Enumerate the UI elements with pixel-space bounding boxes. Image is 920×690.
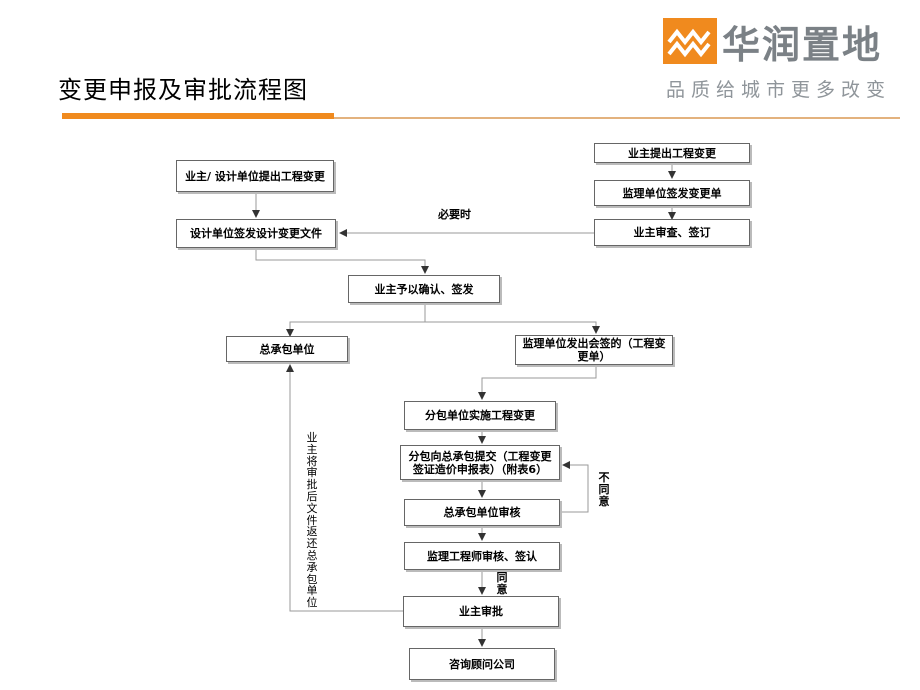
box-gc-review: 总承包单位审核 (404, 499, 560, 526)
label-agree: 同意 (496, 571, 508, 596)
box-general-contractor: 总承包单位 (226, 336, 348, 362)
box-owner-approve: 业主审批 (403, 596, 559, 627)
brand-name: 华润置地 (722, 23, 883, 67)
page-title: 变更申报及审批流程图 (58, 76, 308, 104)
box-supervisor-countersign: 监理单位发出会签的（工程变更单） (515, 335, 673, 365)
box-consultant: 咨询顾问公司 (409, 648, 555, 680)
label-return-note: 业主将审批后文件返还总承包单位 (306, 431, 318, 610)
box-design-issue: 设计单位签发设计变更文件 (176, 219, 336, 248)
brand-logo-icon (663, 18, 717, 64)
box-owner-review-sign: 业主审查、签订 (594, 219, 750, 246)
title-underline (334, 117, 900, 119)
box-owner-design-propose: 业主/ 设计单位提出工程变更 (176, 160, 334, 192)
title-underline-accent (62, 113, 334, 119)
label-disagree: 不同意 (598, 471, 610, 508)
box-engineer-review: 监理工程师审核、签认 (404, 542, 560, 570)
brand-slogan: 品质给城市更多改变 (666, 79, 892, 101)
box-owner-propose: 业主提出工程变更 (594, 143, 750, 163)
box-sub-submit: 分包向总承包提交（工程变更签证造价申报表）（附表6） (400, 445, 560, 480)
label-when-necessary: 必要时 (438, 208, 471, 221)
box-sub-implement: 分包单位实施工程变更 (404, 401, 556, 430)
box-owner-confirm: 业主予以确认、签发 (348, 275, 500, 303)
box-supervisor-issue: 监理单位签发变更单 (594, 180, 750, 206)
